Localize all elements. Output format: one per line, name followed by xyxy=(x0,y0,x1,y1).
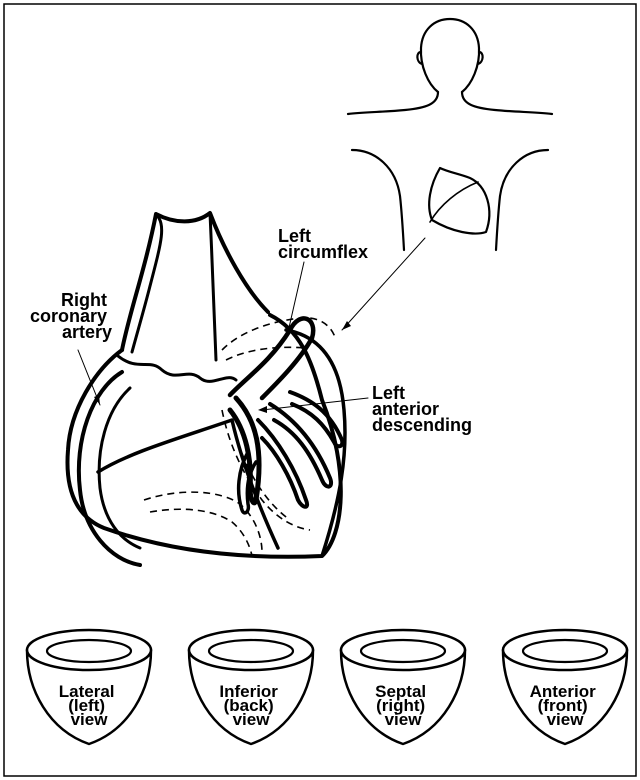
lad-leader-line xyxy=(262,398,368,410)
small-heart-outline xyxy=(429,168,489,234)
cup-rim-inner xyxy=(523,640,607,662)
ventricle-view-septal: Septal (right) view xyxy=(341,630,465,744)
ventricle-view-anterior: Anterior (front) view xyxy=(503,630,627,744)
vessel-inner-left xyxy=(132,214,162,352)
torso-pointer-arrowhead xyxy=(342,321,351,330)
label-left-anterior-descending: Left anterior descending xyxy=(372,383,472,435)
shoulder-right xyxy=(462,92,552,114)
view-label: Septal (right) view xyxy=(375,682,431,729)
lad-arrowhead xyxy=(258,406,267,413)
cup-rim-inner xyxy=(361,640,445,662)
torso-right-side xyxy=(496,150,548,250)
view-label: Lateral (left) view xyxy=(59,682,119,729)
vessel-inner-right xyxy=(210,213,216,360)
shoulder-left xyxy=(348,92,438,114)
head-outline xyxy=(421,19,479,92)
label-right-coronary-artery: Right coronary artery xyxy=(30,290,112,342)
label-left-circumflex: Left circumflex xyxy=(278,226,368,262)
small-heart-groove xyxy=(430,182,478,222)
torso-left-side xyxy=(352,150,404,250)
view-label: Anterior (front) view xyxy=(530,682,601,729)
great-vessels xyxy=(122,213,268,350)
posterior-vessel-dashed-6 xyxy=(150,509,252,556)
view-label: Inferior (back) view xyxy=(219,682,282,729)
ventricle-view-lateral: Lateral (left) view xyxy=(27,630,151,744)
lad-branch-1 xyxy=(258,420,307,507)
atrial-wavy-line xyxy=(118,356,236,381)
ventricle-view-inferior: Inferior (back) view xyxy=(189,630,313,744)
cup-rim-inner xyxy=(209,640,293,662)
left-circumflex-artery xyxy=(230,318,313,398)
cup-rim-inner xyxy=(47,640,131,662)
torso-silhouette xyxy=(348,19,552,250)
